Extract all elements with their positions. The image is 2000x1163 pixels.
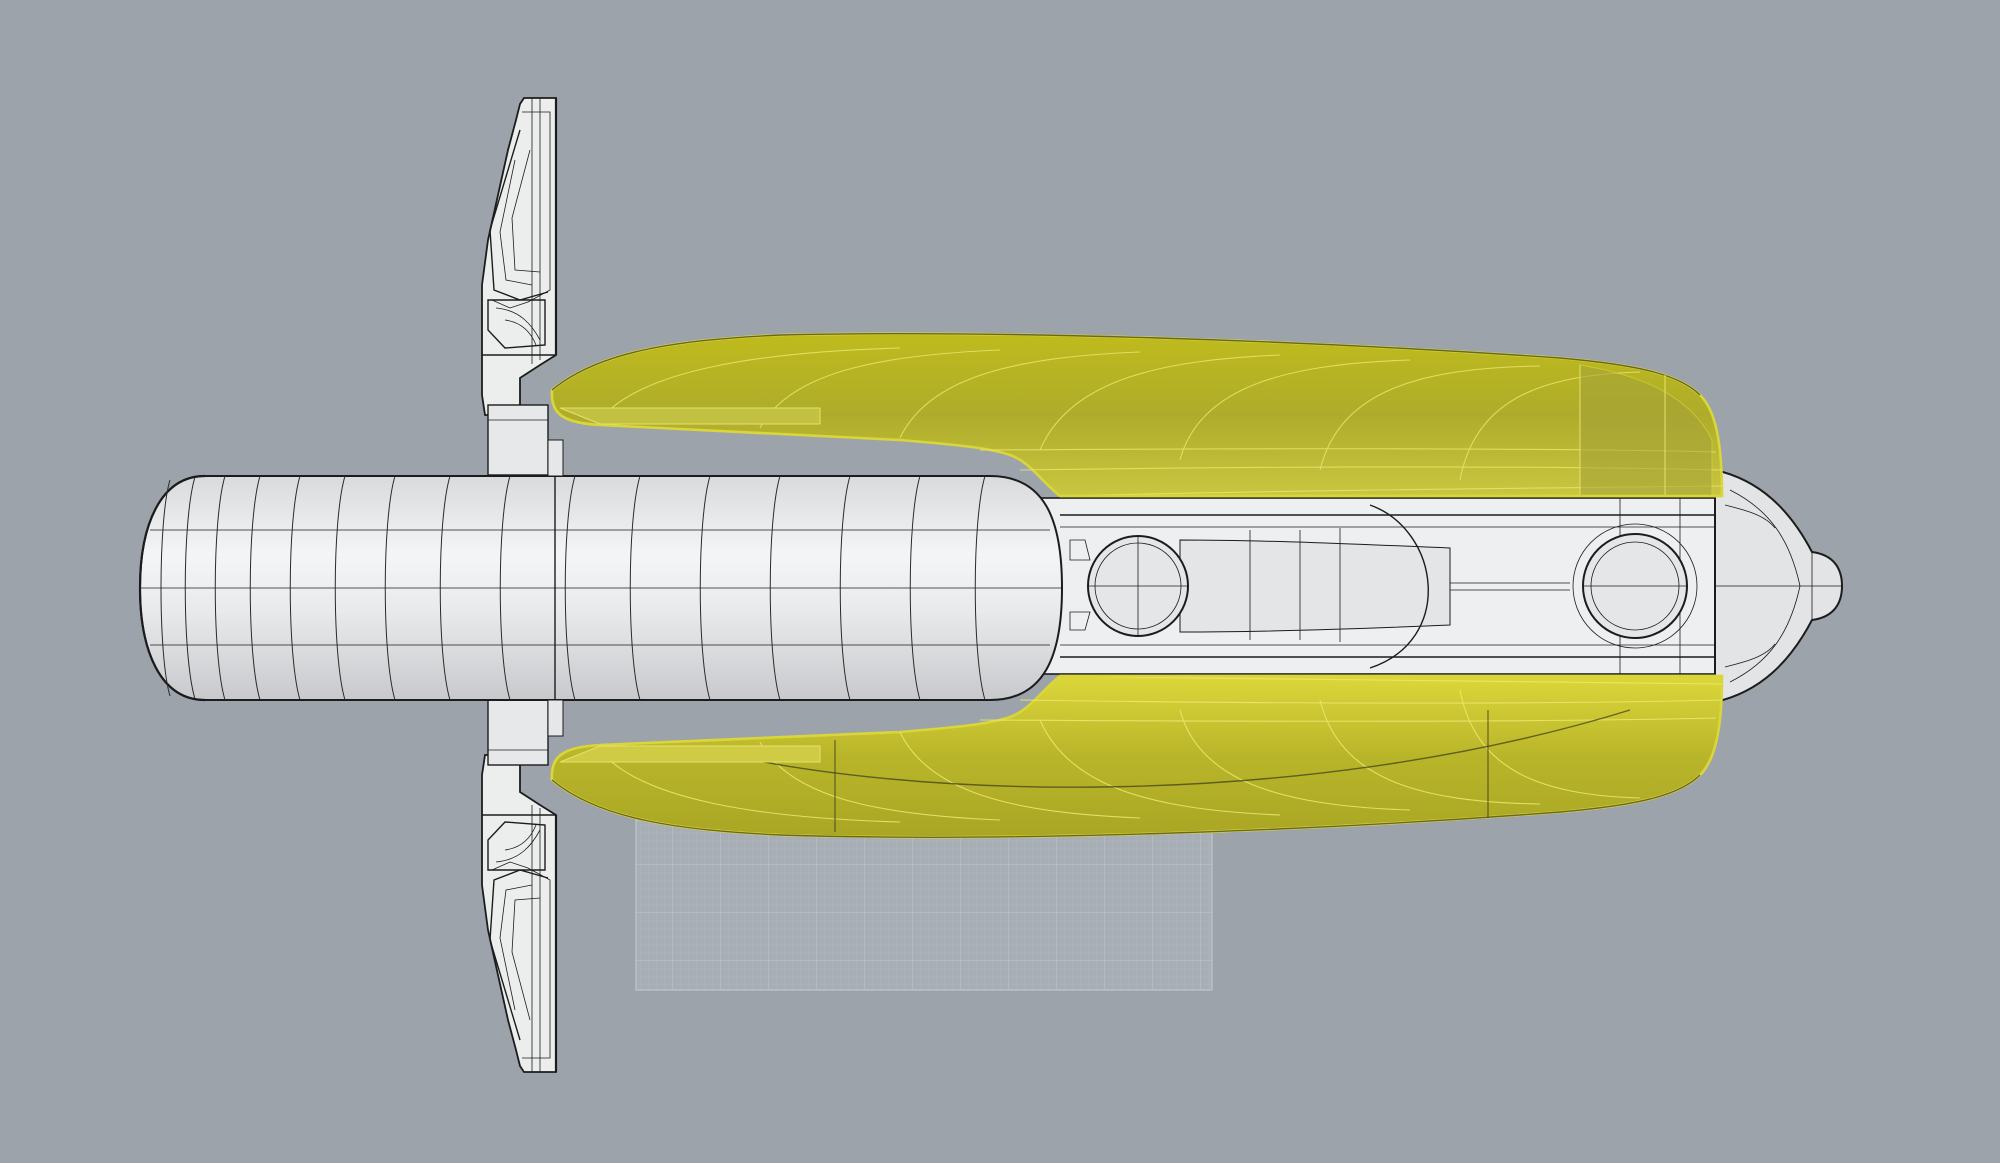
port-ring-right[interactable] [1572,523,1698,649]
shell-bottom-selected[interactable] [550,674,1724,839]
mounting-plate-top[interactable] [481,97,558,476]
reference-grid [635,819,1213,991]
nose-cone[interactable] [1714,468,1844,704]
port-ring-left[interactable] [1069,535,1189,637]
mounting-plate-bottom[interactable] [481,694,558,1073]
center-cylinder-body[interactable] [138,439,1064,737]
shell-top-selected[interactable] [550,332,1724,498]
